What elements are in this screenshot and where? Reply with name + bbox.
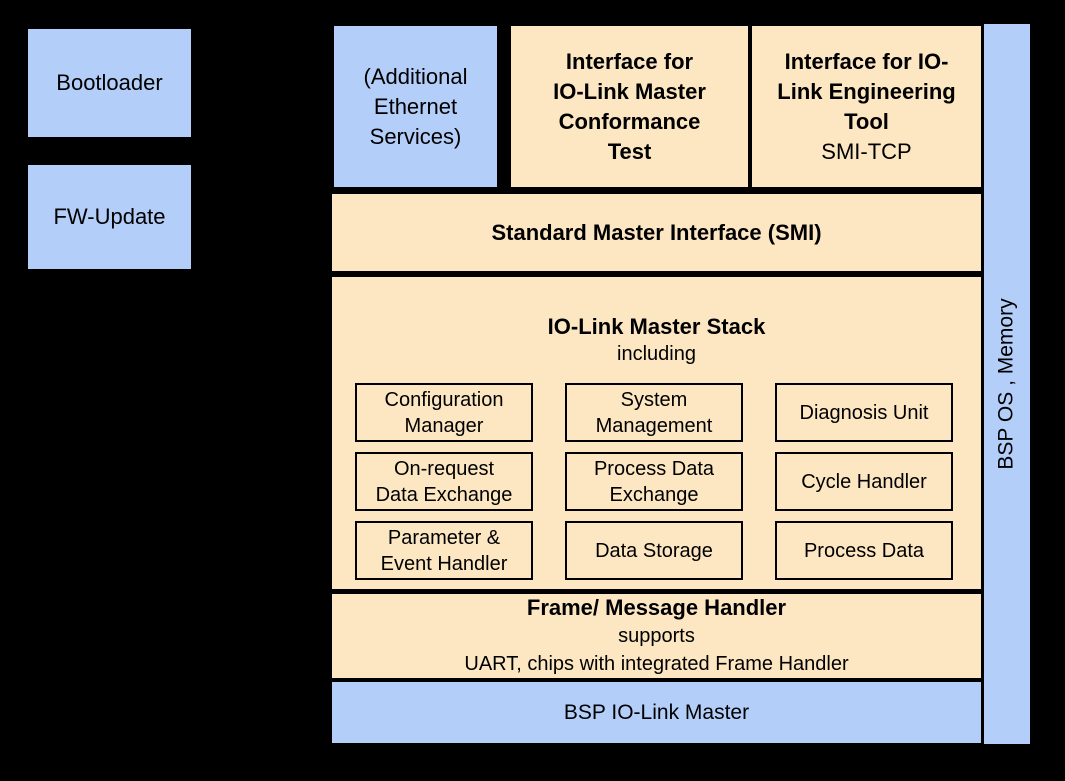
module-on-request-data-exchange: On-request Data Exchange (355, 452, 533, 511)
bsp-io-link-master-box: BSP IO-Link Master (332, 682, 981, 743)
frame-message-handler-box: Frame/ Message Handler supports UART, ch… (332, 594, 981, 678)
master-stack-subtitle: including (617, 343, 696, 365)
bsp-os-memory-label: BSP OS , Memory (995, 298, 1019, 470)
standard-master-interface-box: Standard Master Interface (SMI) (332, 194, 981, 271)
module-parameter-event-handler: Parameter & Event Handler (355, 521, 533, 580)
master-stack-module-grid: Configuration Manager System Management … (355, 383, 953, 580)
bootloader-box: Bootloader (28, 29, 191, 137)
module-configuration-manager: Configuration Manager (355, 383, 533, 442)
module-process-data-exchange: Process Data Exchange (565, 452, 743, 511)
fw-update-box: FW-Update (28, 165, 191, 269)
engineering-tool-interface-box: Interface for IO- Link Engineering Tool … (752, 26, 981, 187)
frame-handler-supports-label: supports (618, 625, 695, 647)
additional-ethernet-services-box: (Additional Ethernet Services) (334, 26, 497, 187)
module-data-storage: Data Storage (565, 521, 743, 580)
module-process-data: Process Data (775, 521, 953, 580)
bsp-os-memory-box: BSP OS , Memory (984, 24, 1030, 744)
engineering-tool-protocol-label: SMI-TCP (821, 138, 912, 164)
master-stack-title: IO-Link Master Stack (547, 314, 766, 339)
engineering-tool-interface-title: Interface for IO- Link Engineering Tool (777, 48, 956, 134)
conformance-test-interface-box: Interface for IO-Link Master Conformance… (511, 26, 748, 187)
module-diagnosis-unit: Diagnosis Unit (775, 383, 953, 442)
frame-handler-title: Frame/ Message Handler (526, 595, 787, 620)
frame-handler-uart-label: UART, chips with integrated Frame Handle… (464, 653, 849, 675)
module-cycle-handler: Cycle Handler (775, 452, 953, 511)
io-link-master-stack-box: IO-Link Master Stack including Configura… (332, 277, 981, 589)
module-system-management: System Management (565, 383, 743, 442)
